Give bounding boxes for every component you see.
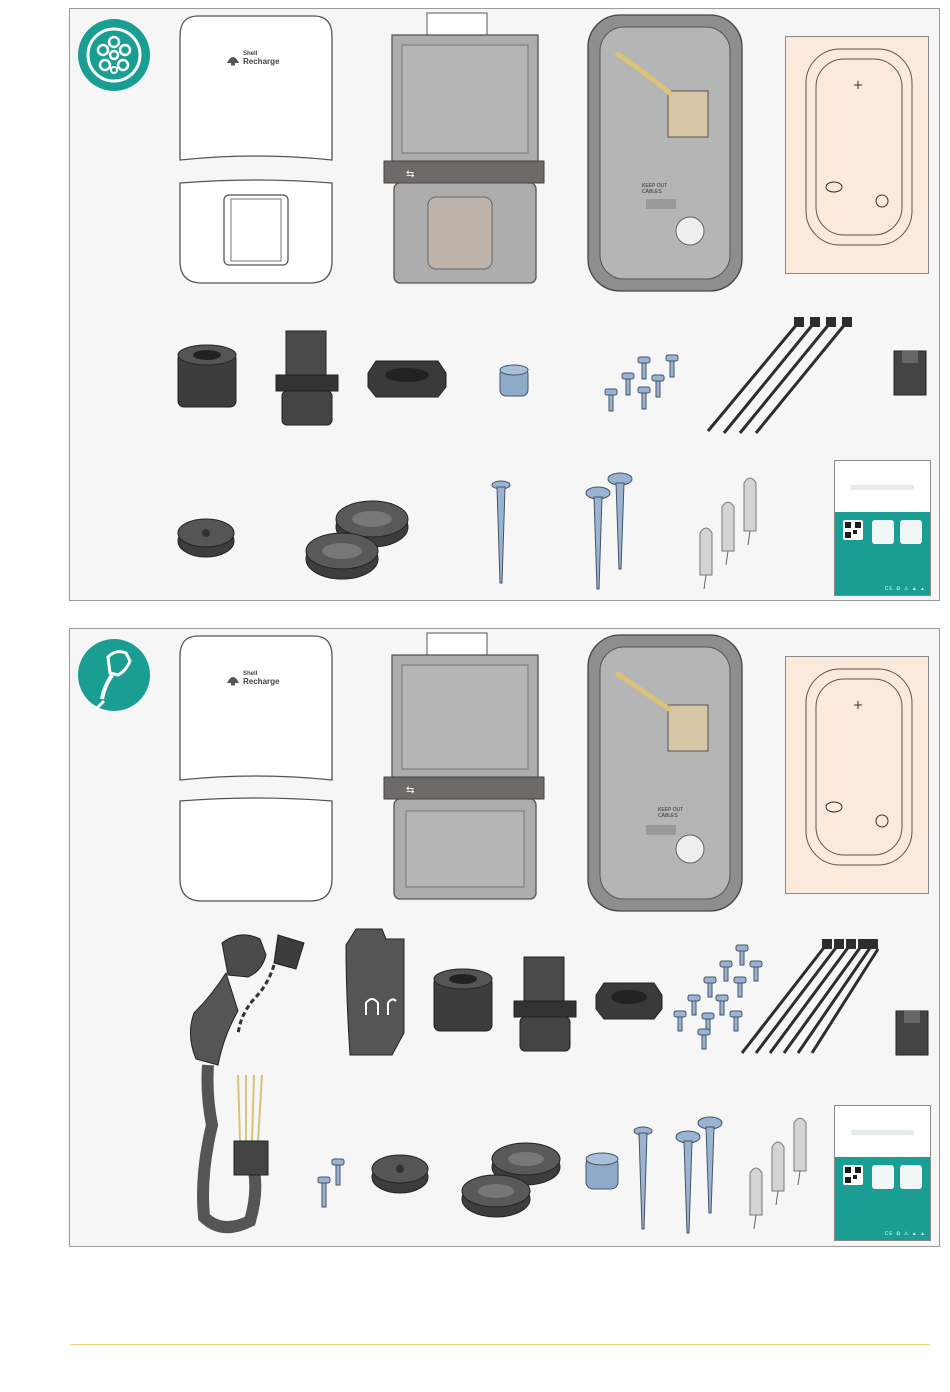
cable-gland-nut [432,967,494,1038]
brand-name: Recharge [243,678,279,685]
cable-gland-body [510,953,580,1060]
booklet-cover-band: CE ♻ ⚠ ▲ ▲ [835,512,930,595]
front-cover-lower-plain [176,795,336,912]
lock-nut [366,359,448,404]
shell-pecten-icon [226,674,240,686]
cable-ties [738,935,878,1064]
brand-logo [226,53,240,71]
brand-text: Shell Recharge [243,671,279,685]
electronics-unit: ⇆ [382,11,548,294]
grommet-pair [456,1137,566,1232]
booklet-cover-band: CE ♻ ⚠ ▲ ▲ [835,1157,930,1240]
wood-screw [632,1125,654,1238]
ferrite-core [498,362,530,405]
booklet-title-bar [851,1130,914,1135]
front-cover-lower [176,177,336,294]
qr-code-icon [843,1165,863,1185]
ferrite-core [584,1151,620,1198]
type2-socket-icon [78,19,150,91]
charging-cable [178,925,328,1242]
kit-panel-cable: Shell Recharge ⇆ KEEP OUT CABLES [69,628,940,1247]
manual-booklet: CE ♻ ⚠ ▲ ▲ [834,460,931,596]
wall-screws [674,1115,726,1242]
wall-screws [584,471,636,598]
backplate [586,633,746,920]
shell-pecten-icon [226,54,240,66]
footer-rule [70,1344,930,1345]
grommet-small [176,515,236,564]
charger-tile-icon [872,1165,894,1189]
front-cover-upper [176,14,336,169]
booklet-footer: CE ♻ ⚠ ▲ ▲ [885,1231,926,1237]
backplate [586,13,746,300]
cables-text: CABLES [658,813,683,819]
front-cover-upper [176,634,336,789]
drilling-template [785,656,929,894]
manual-booklet: CE ♻ ⚠ ▲ ▲ [834,1105,931,1241]
grommet-pair [302,497,412,592]
electronics-unit: ⇆ [382,631,548,908]
grommet-small [370,1151,430,1200]
keep-out-label: KEEP OUT CABLES [658,807,683,819]
qr-code-icon [843,520,863,540]
drilling-template [785,36,929,274]
plug-holder [342,925,412,1070]
clip-bracket [894,1009,930,1062]
wood-screw [490,479,512,592]
lock-nut [594,981,664,1026]
short-screws [314,1155,348,1216]
cable-gland-nut [176,343,238,414]
charger-tile-icon [900,1165,922,1189]
brand-name: Recharge [243,58,279,65]
charger-tile-icon [900,520,922,544]
machine-screws-set [600,347,682,422]
charger-tile-icon [872,520,894,544]
booklet-footer: CE ♻ ⚠ ▲ ▲ [885,586,926,592]
clip-bracket [892,349,928,402]
brand-text: Shell Recharge [243,51,279,65]
kit-panel-socket: Shell Recharge ⇆ [69,8,940,601]
svg-text:⇆: ⇆ [406,169,414,180]
cable-ties [702,311,858,442]
wall-plugs [746,1115,816,1238]
keep-out-label: KEEP OUT CABLES [642,183,667,195]
cable-gland-body [272,327,342,434]
svg-text:⇆: ⇆ [406,785,414,796]
booklet-title-bar [851,485,914,490]
cables-text: CABLES [642,189,667,195]
wall-plugs [696,475,766,598]
charging-plug-icon [78,639,150,711]
brand-logo [226,673,240,691]
